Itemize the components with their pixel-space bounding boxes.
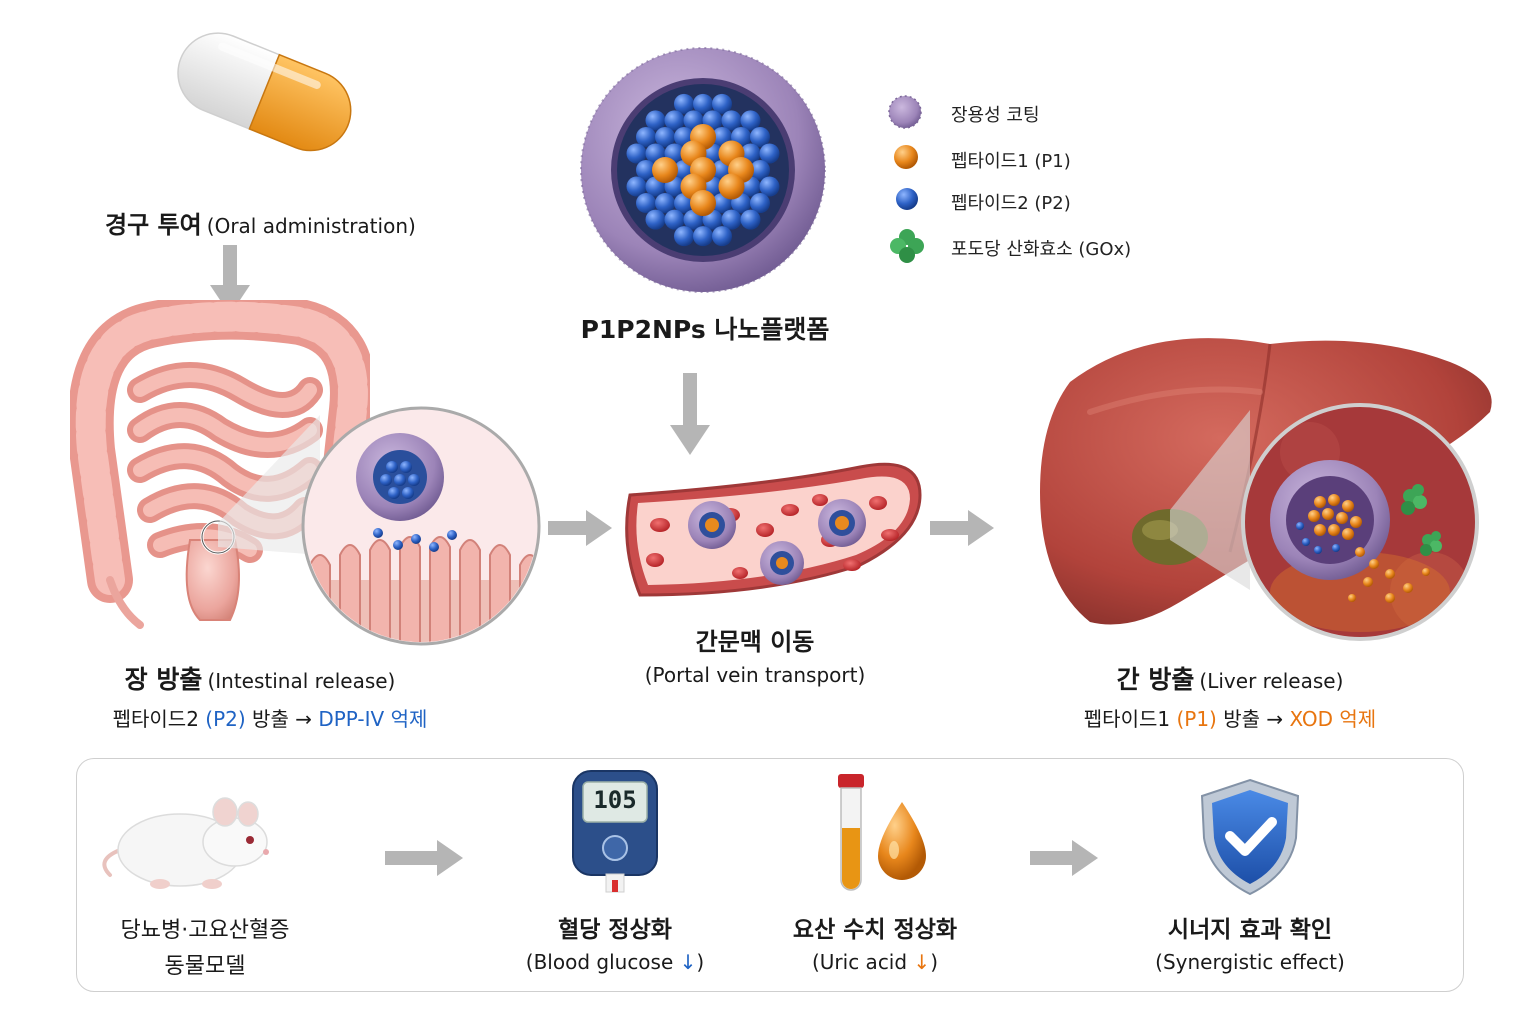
uric-label-en-post: ) — [930, 950, 938, 974]
legend-label-gox: 포도당 산화효소 (GOx) — [951, 239, 1132, 260]
model-label-line2: 동물모델 — [164, 954, 246, 979]
glucose-label-ko: 혈당 정상화 — [558, 917, 672, 943]
portal-title-ko: 간문맥 이동 — [695, 628, 815, 656]
green-cluster-icon — [890, 229, 924, 263]
glucose-label: 혈당 정상화 (Blood glucose ↓) — [500, 910, 730, 974]
glucose-label-en-post: ) — [696, 950, 705, 974]
oral-title-ko: 경구 투여 — [105, 211, 202, 239]
arrow-down-platform — [670, 373, 710, 455]
model-label: 당뇨병·고요산혈증 동물모델 — [90, 912, 320, 980]
oral-title: 경구 투여 (Oral administration) — [105, 205, 416, 240]
uric-label-en-pre: (Uric acid — [811, 950, 914, 974]
liver-title: 간 방출 (Liver release) — [1020, 660, 1440, 696]
liver-desc-prefix: 펩타이드1 — [1083, 707, 1177, 731]
arrow-right-1 — [548, 510, 612, 546]
liver-title-en: (Liver release) — [1199, 669, 1344, 693]
intestinal-desc-p2: (P2) — [205, 707, 246, 731]
synergy-label: 시너지 효과 확인 (Synergistic effect) — [1130, 910, 1370, 974]
capsule-icon — [177, 32, 352, 152]
intestine-illustration — [70, 300, 370, 629]
intestinal-desc: 펩타이드2 (P2) 방출 → DPP-IV 억제 — [60, 703, 480, 732]
blue-sphere-icon — [896, 188, 918, 210]
glucose-meter-value: 105 — [593, 786, 637, 814]
legend-label-coating: 장용성 코팅 — [951, 105, 1040, 126]
uric-label-ko: 요산 수치 정상화 — [792, 917, 958, 943]
liver-desc-target: XOD 억제 — [1289, 707, 1377, 731]
oral-title-en: (Oral administration) — [206, 214, 416, 238]
liver-title-ko: 간 방출 — [1116, 665, 1195, 694]
intestinal-desc-target: DPP-IV 억제 — [318, 707, 428, 731]
zoom-funnel-intestine — [218, 415, 320, 555]
arrow-right-4 — [1030, 840, 1098, 876]
intestinal-title-ko: 장 방출 — [124, 665, 203, 694]
liver-zoom-circle — [1241, 403, 1479, 641]
platform-title-text: P1P2NPs 나노플랫폼 — [580, 315, 830, 344]
intestinal-title-en: (Intestinal release) — [207, 669, 396, 693]
intestinal-desc-mid: 방출 → — [245, 707, 319, 731]
synergy-label-ko: 시너지 효과 확인 — [1167, 917, 1333, 943]
intestine-zoom-circle — [301, 406, 541, 646]
platform-title: P1P2NPs 나노플랫폼 — [560, 310, 850, 346]
zoom-funnel-liver — [1170, 410, 1250, 590]
glucose-label-en: (Blood glucose ↓) — [500, 950, 730, 974]
portal-vein-illustration — [625, 462, 922, 597]
legend-label-p1: 펩타이드1 (P1) — [951, 151, 1071, 172]
uric-down-arrow: ↓ — [913, 950, 931, 974]
model-label-line1: 당뇨병·고요산혈증 — [120, 918, 290, 943]
shield-check-icon — [1200, 778, 1300, 896]
uric-label: 요산 수치 정상화 (Uric acid ↓) — [760, 910, 990, 974]
nanoparticle-illustration — [580, 47, 826, 293]
arrow-right-3 — [385, 840, 463, 876]
liver-desc-mid: 방출 → — [1216, 707, 1290, 731]
synergy-label-en: (Synergistic effect) — [1155, 950, 1345, 974]
legend-item-coating: 장용성 코팅 — [885, 92, 1205, 132]
liver-desc-p1: (P1) — [1176, 707, 1217, 731]
legend-label-p2: 펩타이드2 (P2) — [951, 193, 1071, 214]
glucose-meter-icon: 105 — [570, 768, 660, 894]
glucose-label-en-pre: (Blood glucose — [525, 950, 680, 974]
intestinal-title: 장 방출 (Intestinal release) — [60, 660, 460, 696]
uric-label-en: (Uric acid ↓) — [760, 950, 990, 974]
legend-item-p2: 펩타이드2 (P2) — [885, 180, 1205, 220]
mouse-icon — [102, 797, 269, 889]
glucose-down-arrow: ↓ — [679, 950, 697, 974]
uric-acid-tube-icon — [838, 774, 926, 891]
coating-icon — [888, 95, 922, 129]
legend-item-p1: 펩타이드1 (P1) — [885, 138, 1205, 178]
portal-title: 간문맥 이동 (Portal vein transport) — [600, 622, 910, 687]
intestinal-desc-prefix: 펩타이드2 — [112, 707, 206, 731]
orange-sphere-icon — [894, 145, 918, 169]
legend-item-gox: 포도당 산화효소 (GOx) — [885, 226, 1205, 266]
portal-title-en: (Portal vein transport) — [644, 663, 866, 687]
arrow-right-2 — [930, 510, 994, 546]
liver-desc: 펩타이드1 (P1) 방출 → XOD 억제 — [1020, 703, 1440, 732]
